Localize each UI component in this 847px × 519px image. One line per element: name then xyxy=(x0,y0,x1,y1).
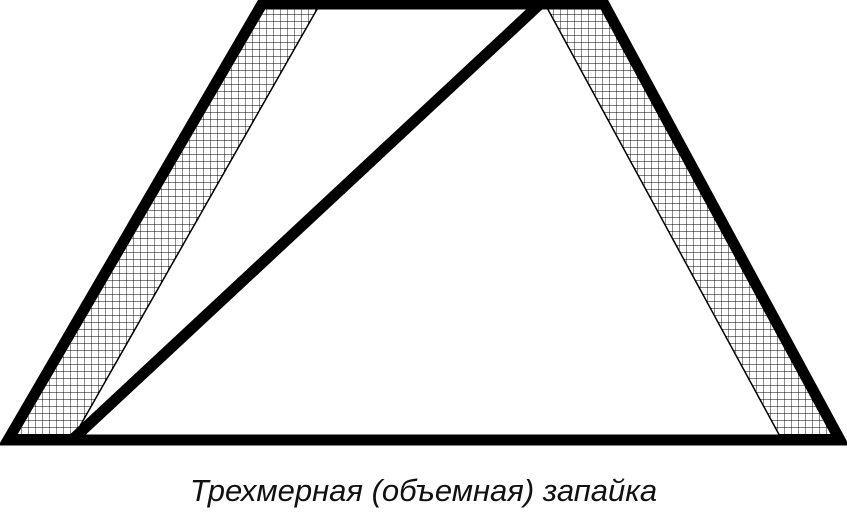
left-hatched-seal-strip xyxy=(8,4,320,440)
seal-trapezoid-diagram xyxy=(0,0,847,446)
trapezoid-outline xyxy=(0,0,847,446)
right-hatched-seal-strip xyxy=(545,4,840,440)
left-strip-inner-edge xyxy=(71,3,321,441)
diagonal-fold-line xyxy=(66,0,546,446)
right-strip-inner-edge xyxy=(544,3,783,441)
diagram-caption: Трехмерная (объемная) запайка xyxy=(189,473,658,508)
